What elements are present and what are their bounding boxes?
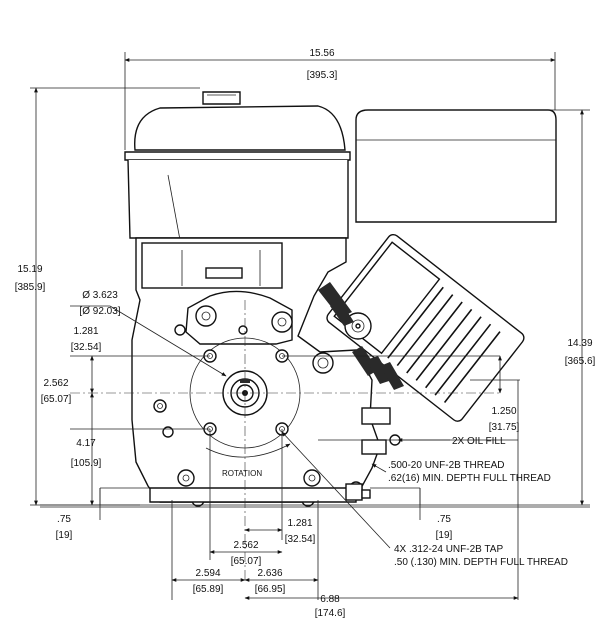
bottom-1281-mm-label: [32.54] [285, 534, 316, 545]
bottom-1281-in-label: 1.281 [287, 518, 312, 529]
dim-1250-mm-label: [31.75] [489, 422, 520, 433]
dim-2594-in-label: 2.594 [195, 568, 220, 579]
bottom-2562-mm-label: [65.07] [231, 556, 262, 567]
dim-417-mm-label: [105.9] [71, 458, 102, 469]
dim-417-in-label: 4.17 [76, 438, 96, 449]
bore-dia-in-label: Ø 3.623 [82, 290, 118, 301]
right-75-mm-label: [19] [436, 530, 453, 541]
thread-note-line1: .500-20 UNF-2B THREAD [388, 460, 505, 471]
dim-2636-in-label: 2.636 [257, 568, 282, 579]
dim-1281-in-label: 1.281 [73, 326, 98, 337]
height-mm-label: [385.9] [15, 282, 46, 293]
dim-2594-mm-label: [65.89] [193, 584, 224, 595]
right-height-mm-label: [365.6] [565, 356, 596, 367]
dim-1281-mm-label: [32.54] [71, 342, 102, 353]
width-in-label: 15.56 [309, 48, 334, 59]
note-labels: 2X OIL FILL .500-20 UNF-2B THREAD .62(16… [222, 436, 568, 568]
right-height-in-label: 14.39 [567, 338, 592, 349]
oil-fill-note: 2X OIL FILL [452, 436, 506, 447]
dim-2636-mm-label: [66.95] [255, 584, 286, 595]
height-in-label: 15.19 [17, 264, 42, 275]
dim-2562-in-label: 2.562 [43, 378, 68, 389]
bottom-2562-in-label: 2.562 [233, 540, 258, 551]
thread-note-line2: .62(16) MIN. DEPTH FULL THREAD [388, 473, 551, 484]
left-75-in-label: .75 [57, 514, 71, 525]
right-75-in-label: .75 [437, 514, 451, 525]
width-mm-label: [395.3] [307, 70, 338, 81]
leader-lines [70, 305, 450, 549]
tap-note-line2: .50 (.130) MIN. DEPTH FULL THREAD [394, 557, 568, 568]
engine-outline [124, 91, 557, 507]
left-75-mm-label: [19] [56, 530, 73, 541]
dim-1250-in-label: 1.250 [491, 406, 516, 417]
bore-dia-mm-label: [Ø 92.03] [79, 306, 120, 317]
dim-688-mm-label: [174.6] [315, 608, 346, 619]
dim-2562-mm-label: [65.07] [41, 394, 72, 405]
dimension-lines [34, 58, 584, 600]
tap-note-line1: 4X .312-24 UNF-2B TAP [394, 544, 503, 555]
dim-688-in-label: 6.88 [320, 594, 340, 605]
dimension-labels: 15.56 [395.3] 15.19 [385.9] 14.39 [365.6… [15, 48, 596, 619]
rotation-label: ROTATION [222, 469, 262, 478]
